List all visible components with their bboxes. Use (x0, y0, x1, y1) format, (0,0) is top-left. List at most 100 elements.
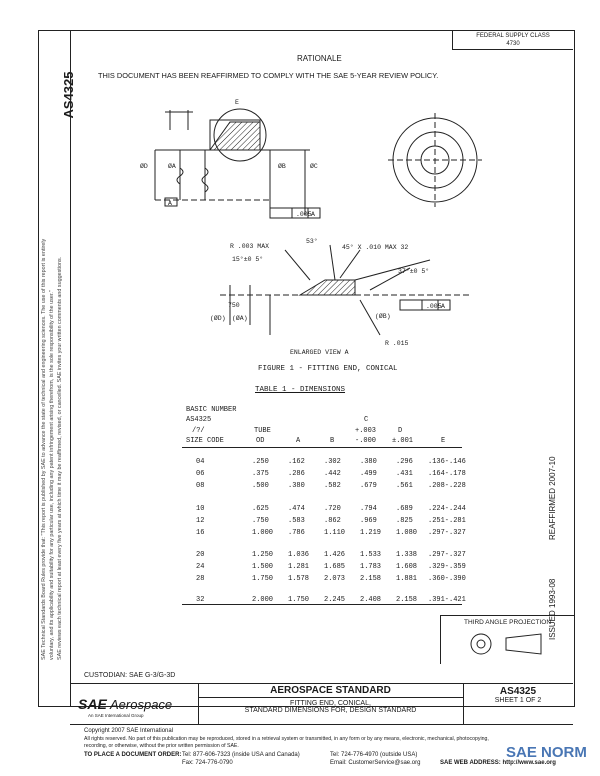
table-cell: 1.250 (252, 551, 274, 559)
label-dim-a: (ØA) (232, 314, 248, 322)
label-datum-a: A (168, 200, 172, 207)
tel-inside: Tel: 877-606-7323 (inside USA and Canada… (182, 752, 300, 758)
label-angle750: 750 (228, 302, 240, 309)
table-cell: 10 (196, 505, 205, 513)
table-cell: 2.408 (360, 596, 382, 604)
logo-sae: SAE (78, 696, 107, 712)
label-tol2-ref: A (441, 303, 445, 310)
label-tol2: .005 (426, 303, 442, 310)
table-cell: .224-.244 (428, 505, 466, 513)
table-cell: 2.245 (324, 596, 346, 604)
table-cell: .750 (252, 517, 269, 525)
table-cell: 1.881 (396, 575, 418, 583)
table-cell: 2.158 (396, 596, 418, 604)
label-dim-b: (ØB) (375, 312, 391, 320)
table-cell: .162 (288, 458, 305, 466)
hdr-tube: TUBE (254, 427, 271, 435)
table-cell: 32 (196, 596, 205, 604)
label-r-max: R .003 MAX (230, 243, 269, 250)
table-cell: 06 (196, 470, 205, 478)
label-tol1: .005 (296, 211, 312, 218)
page-frame (70, 30, 575, 707)
title-block: SAE Aerospace An SAE International Group… (70, 683, 573, 725)
table-cell: 28 (196, 575, 205, 583)
table-cell: 12 (196, 517, 205, 525)
table-cell: .296 (396, 458, 413, 466)
table-cell: .582 (324, 482, 341, 490)
table-cell: .679 (360, 482, 377, 490)
hdr-d-tol: ±.001 (392, 437, 414, 445)
fax: Fax: 724-776-0790 (182, 760, 233, 766)
table-cell: 1.110 (324, 529, 346, 537)
label-angle15: 15°±0 5° (232, 255, 263, 263)
hdr-as4325: AS4325 (186, 416, 212, 424)
table-cell: 1.338 (396, 551, 418, 559)
label-dim-d: (ØD) (210, 314, 226, 322)
label-chamfer: 45° X .010 MAX 32 (342, 243, 408, 251)
label-tol1-ref: A (311, 211, 315, 218)
email: Email: CustomerService@sae.org (330, 760, 421, 766)
table-cell: 1.500 (252, 563, 274, 571)
table-cell: .625 (252, 505, 269, 513)
label-c: ØC (310, 162, 318, 170)
table-cell: 1.426 (324, 551, 346, 559)
doc-desc-line1: FITTING END, CONICAL, (290, 700, 371, 707)
table-cell: 2.158 (360, 575, 382, 583)
label-angle37: 37°±0 5° (398, 267, 429, 275)
table-cell: .380 (360, 458, 377, 466)
order-label: TO PLACE A DOCUMENT ORDER: (84, 752, 182, 758)
side-notice-line1: SAE Technical Standards Board Rules prov… (41, 238, 47, 660)
fitting-drawing: E ØD ØA ØB ØC A .005 A R .003 MAX 53° 45… (140, 99, 482, 356)
custodian: CUSTODIAN: SAE G-3/G-3D (84, 672, 176, 679)
hdr-od: OD (256, 437, 265, 445)
label-e: E (235, 99, 239, 106)
table-cell: 24 (196, 563, 205, 571)
table-cell: .380 (288, 482, 305, 490)
table-cell: 1.578 (288, 575, 310, 583)
logo-sub: An SAE International Group (88, 713, 144, 718)
table-cell: 04 (196, 458, 205, 466)
sae-logo: SAE Aerospace An SAE International Group (70, 684, 199, 724)
table-cell: .286 (288, 470, 305, 478)
side-notice-line2: voluntary, and its applicability and sui… (49, 290, 55, 660)
hdr-d: D (398, 427, 403, 435)
table-cell: .969 (360, 517, 377, 525)
table-cell: 1.608 (396, 563, 418, 571)
table-cell: .862 (324, 517, 341, 525)
third-angle-label: THIRD ANGLE PROJECTION (463, 619, 552, 626)
table-cell: 1.080 (396, 529, 418, 537)
table-cell: .250 (252, 458, 269, 466)
third-angle-box: THIRD ANGLE PROJECTION (440, 615, 574, 664)
sheet-number: SHEET 1 OF 2 (494, 697, 542, 704)
hdr-b: B (330, 437, 335, 445)
figure-caption: FIGURE 1 - FITTING END, CONICAL (258, 365, 398, 373)
table-cell: 08 (196, 482, 205, 490)
table-cell: .720 (324, 505, 341, 513)
table-cell: 1.750 (288, 596, 310, 604)
table-cell: .297-.327 (428, 551, 466, 559)
table-cell: .442 (324, 470, 341, 478)
federal-supply-class-box: FEDERAL SUPPLY CLASS 4730 (452, 30, 573, 50)
table-cell: .431 (396, 470, 413, 478)
logo-aerospace: Aerospace (110, 697, 173, 712)
third-angle-symbol (470, 633, 542, 655)
table-cell: .375 (252, 470, 269, 478)
table-cell: 20 (196, 551, 205, 559)
hdr-c-tol-minus: -.000 (355, 437, 377, 445)
table-cell: 1.533 (360, 551, 382, 559)
table-cell: .825 (396, 517, 413, 525)
label-enlarged: ENLARGED VIEW A (290, 349, 349, 356)
table-cell: .297-.327 (428, 529, 466, 537)
table-cell: .329-.359 (428, 563, 466, 571)
reaffirmed-date: REAFFIRMED 2007-10 (548, 456, 557, 540)
table-cell: 1.750 (252, 575, 274, 583)
web-address: SAE WEB ADDRESS: http://www.sae.org (440, 760, 556, 766)
table-cell: .391-.421 (428, 596, 466, 604)
copyright-line3: recording, or otherwise, without the pri… (84, 743, 239, 749)
table-cell: .136-.146 (428, 458, 466, 466)
doc-number: AS4325 (499, 686, 537, 697)
hdr-a: A (296, 437, 301, 445)
table-cell: .164-.178 (428, 470, 466, 478)
table-cell: .583 (288, 517, 305, 525)
table-cell: .561 (396, 482, 413, 490)
